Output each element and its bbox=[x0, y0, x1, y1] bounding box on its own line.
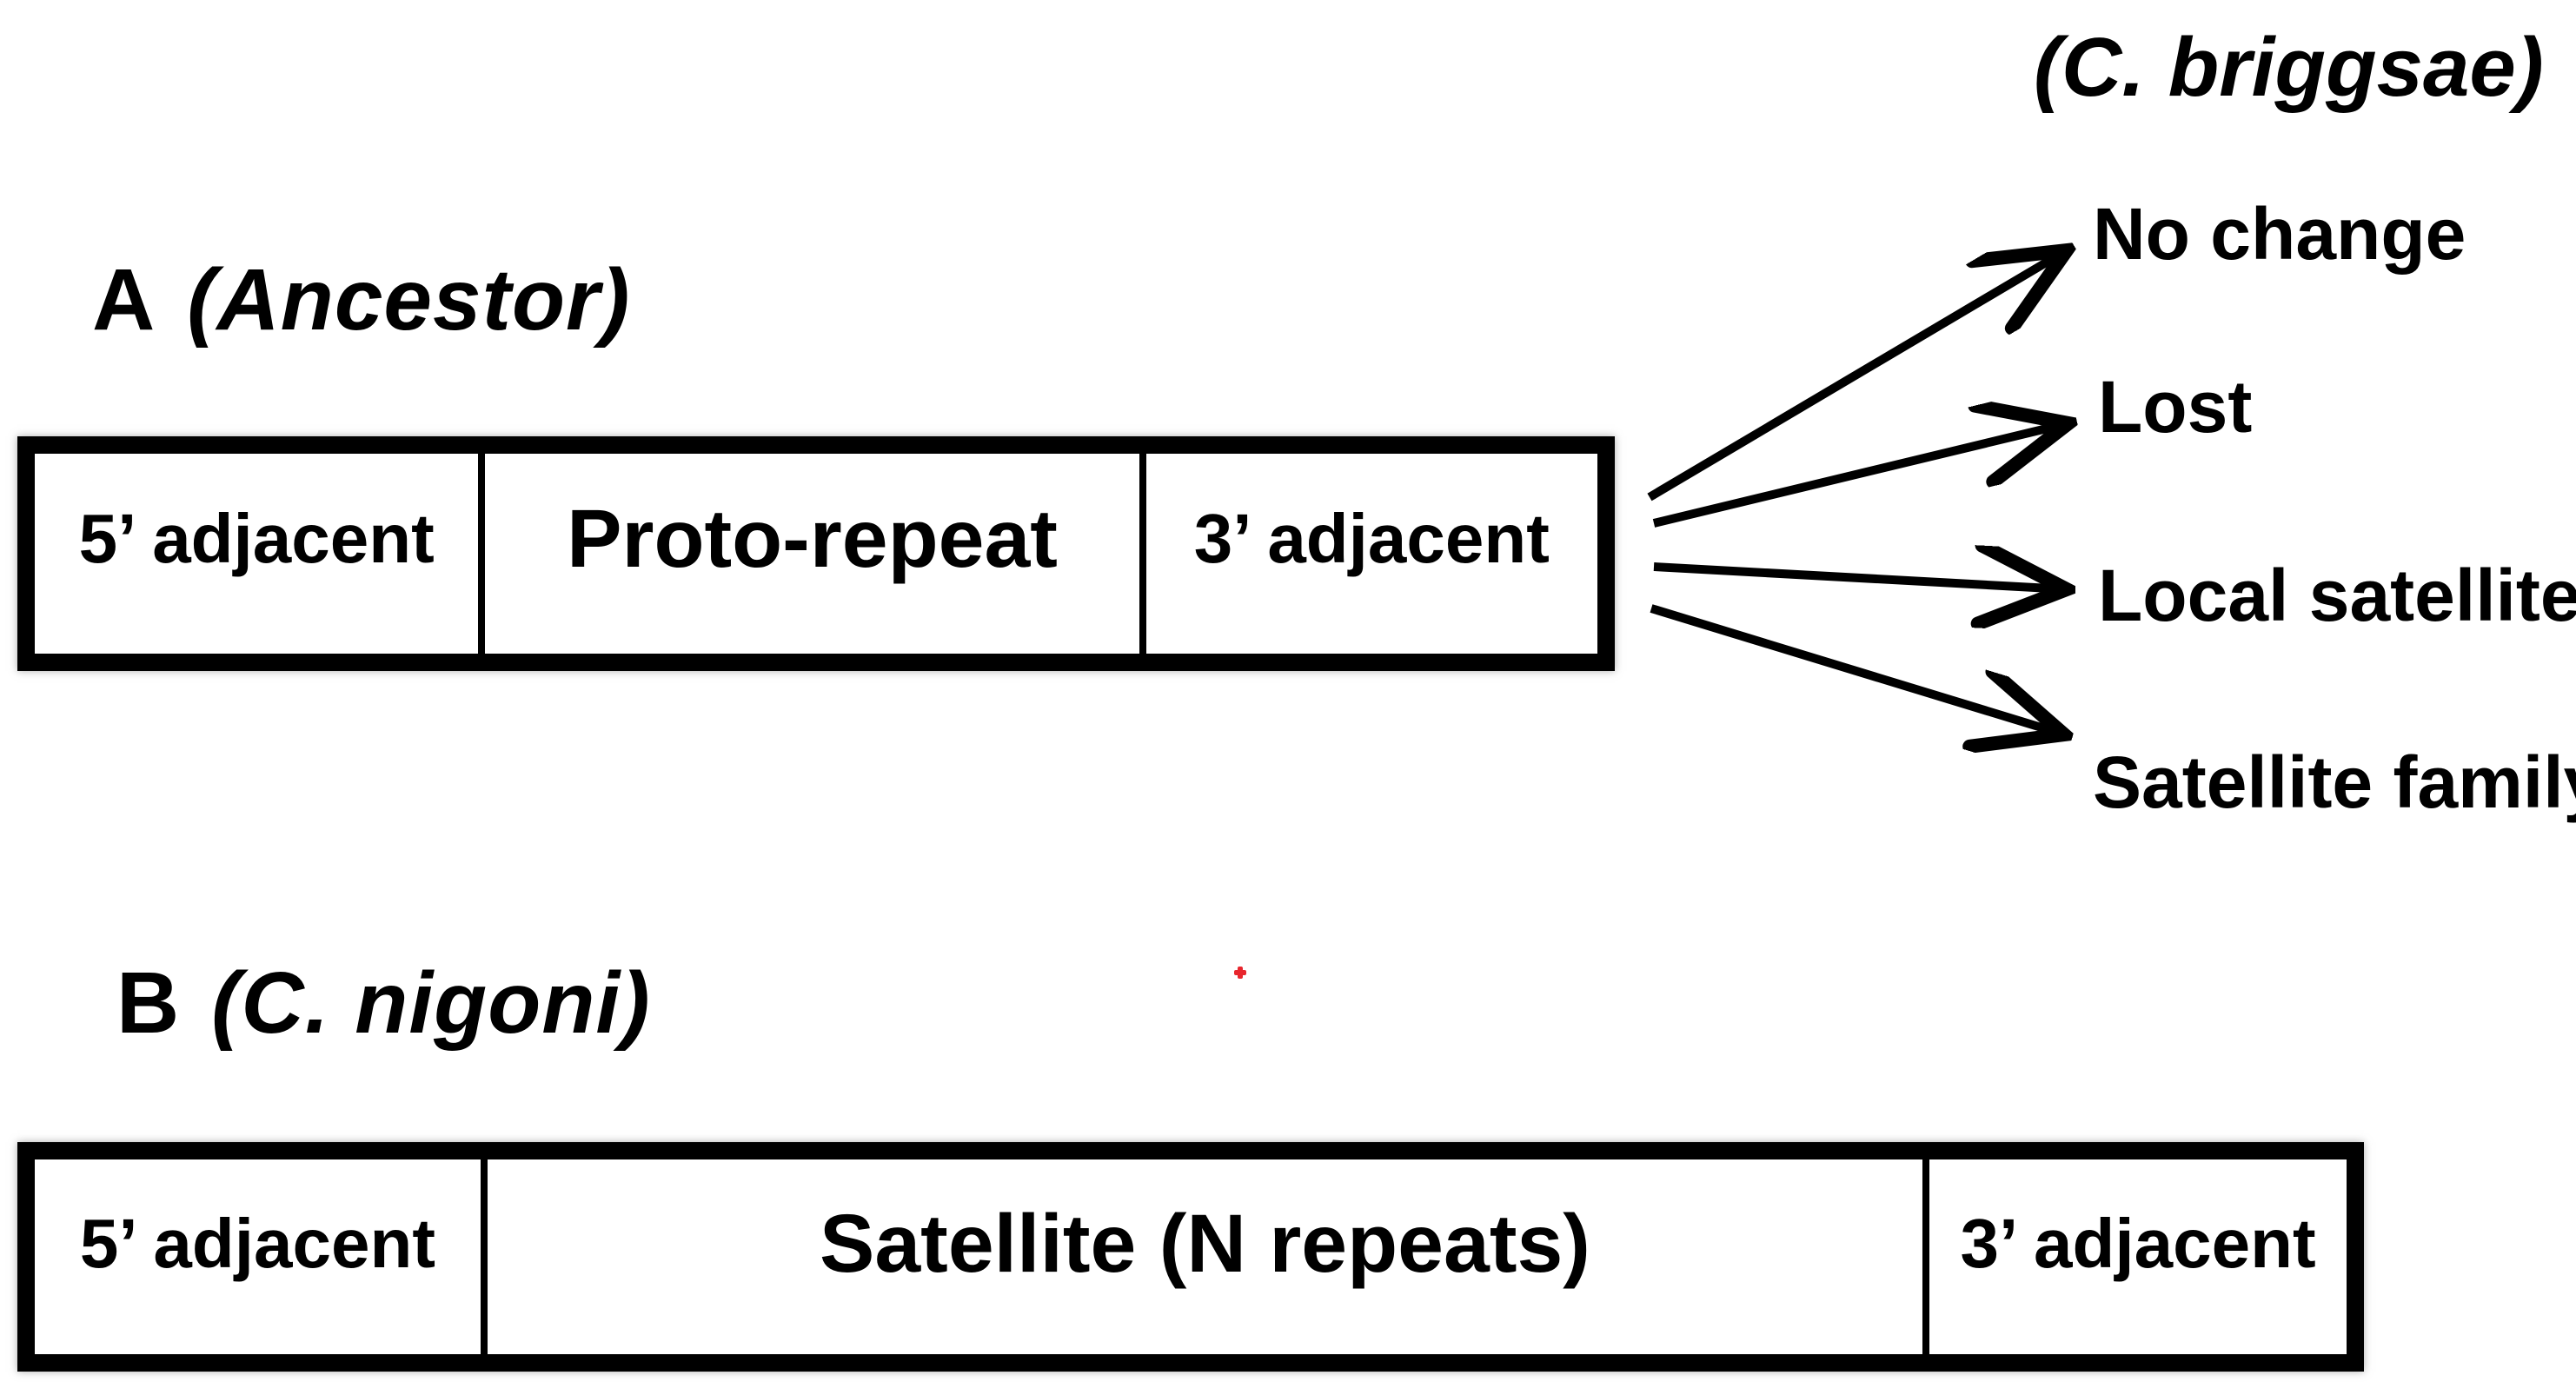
panel-a-letter: A bbox=[92, 251, 156, 349]
ancestor-cell-proto-repeat: Proto-repeat bbox=[478, 454, 1146, 654]
outcome-lost: Lost bbox=[2098, 366, 2253, 448]
nigoni-cell-3prime-label: 3’ adjacent bbox=[1960, 1205, 2316, 1282]
ancestor-cell-5prime-label: 5’ adjacent bbox=[78, 500, 435, 577]
nigoni-cell-satellite-label: Satellite (N repeats) bbox=[819, 1197, 1590, 1290]
outcome-local-satellite: Local satellite bbox=[2098, 555, 2576, 636]
panel-b-species: (C. nigoni) bbox=[211, 954, 651, 1052]
nigoni-cell-5prime-label: 5’ adjacent bbox=[79, 1205, 435, 1282]
panel-b-letter: B bbox=[116, 954, 181, 1052]
panel-a-label: A(Ancestor) bbox=[92, 256, 630, 343]
nigoni-cell-5prime-adjacent: 5’ adjacent bbox=[35, 1159, 481, 1354]
ancestor-cell-3prime-adjacent: 3’ adjacent bbox=[1146, 454, 1597, 654]
briggsae-header: (C. briggsae) bbox=[2034, 21, 2544, 114]
ancestor-cell-5prime-adjacent: 5’ adjacent bbox=[35, 454, 478, 654]
ancestor-cell-3prime-label: 3’ adjacent bbox=[1193, 500, 1550, 577]
panel-b-label: B(C. nigoni) bbox=[116, 960, 651, 1046]
outcome-arrows bbox=[1647, 174, 2147, 826]
nigoni-cell-satellite: Satellite (N repeats) bbox=[480, 1159, 1930, 1354]
arrow-local-satellite bbox=[1653, 567, 2067, 589]
nigoni-cell-3prime-adjacent: 3’ adjacent bbox=[1929, 1159, 2347, 1354]
outcome-no-change: No change bbox=[2093, 193, 2466, 275]
outcome-satellite-family: Satellite family bbox=[2093, 741, 2576, 823]
nigoni-box: 5’ adjacent Satellite (N repeats) 3’ adj… bbox=[17, 1142, 2364, 1372]
arrow-lost bbox=[1652, 423, 2068, 528]
ancestor-box: 5’ adjacent Proto-repeat 3’ adjacent bbox=[17, 436, 1615, 671]
panel-a-species: (Ancestor) bbox=[187, 251, 631, 349]
arrow-no-change bbox=[1647, 250, 2067, 502]
stray-red-mark bbox=[1234, 967, 1246, 979]
arrow-satellite-family bbox=[1650, 604, 2064, 734]
ancestor-cell-proto-repeat-label: Proto-repeat bbox=[567, 492, 1058, 585]
